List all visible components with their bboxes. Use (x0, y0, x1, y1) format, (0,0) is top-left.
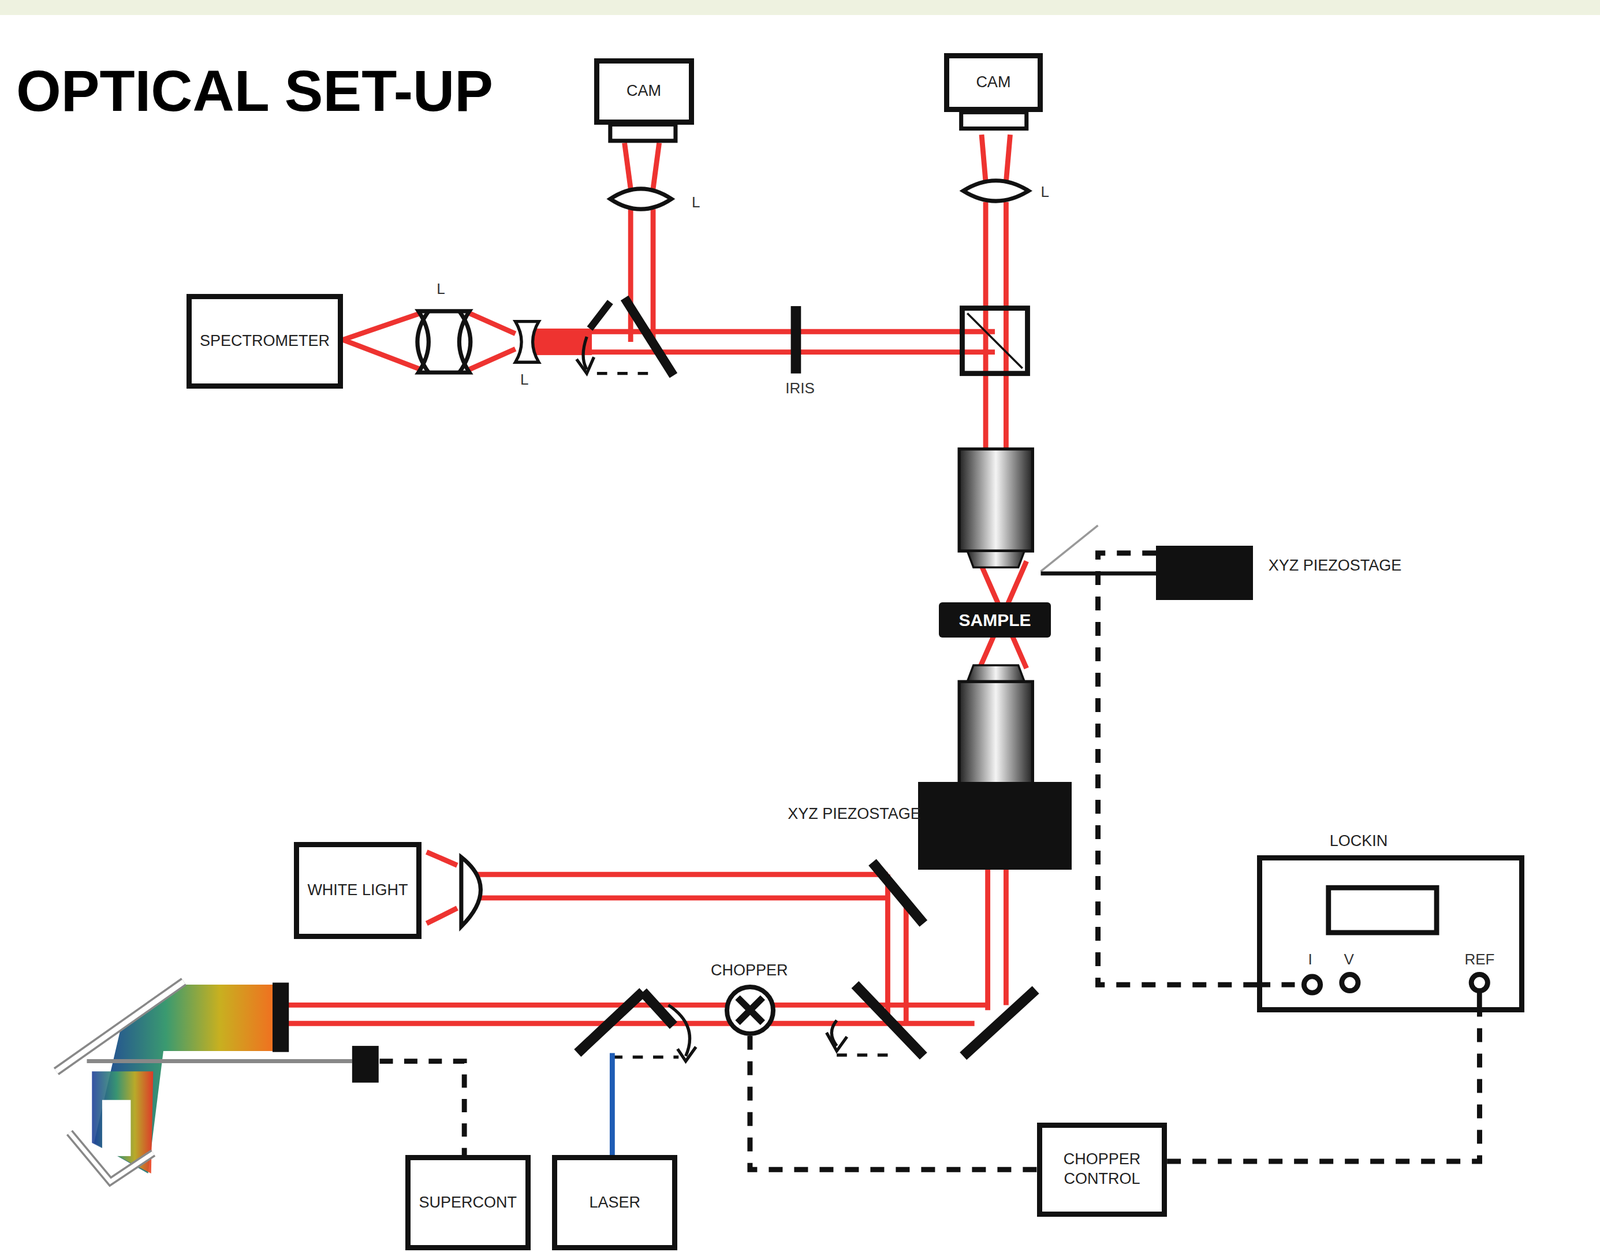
component-box: SPECTROMETER (186, 293, 343, 389)
component-label: XYZ PIEZOSTAGE (1268, 556, 1408, 576)
component-box: LOCKIN (1257, 855, 1525, 1013)
component-label: SUPERCONT (419, 1192, 518, 1213)
component-box: XYZ PIEZOSTAGE (918, 781, 1072, 870)
chopper-blades (729, 989, 771, 1031)
part-label: I (1307, 950, 1312, 969)
component-box: WHITE LIGHT (293, 841, 422, 939)
component-label: SAMPLE (959, 609, 1032, 632)
signal-cable (1098, 553, 1258, 986)
part-label: L (1040, 183, 1049, 201)
component-box: CAM (594, 58, 695, 125)
part-label: IRIS (785, 378, 815, 397)
component-box: CHOPPER CONTROL (1037, 1122, 1167, 1217)
signal-cable (750, 1035, 1038, 1170)
component-box: SAMPLE (938, 602, 1051, 639)
part-label: V (1344, 950, 1355, 969)
part-label: L (436, 280, 445, 298)
component-label: CAM (975, 72, 1011, 93)
component-label: WHITE LIGHT (307, 880, 408, 901)
chopper-wheel: CHOPPER (724, 984, 776, 1036)
component-box: XYZ PIEZOSTAGE (1155, 545, 1253, 600)
component-label: SPECTROMETER (199, 331, 330, 352)
component-label: CHOPPER CONTROL (1045, 1149, 1159, 1189)
part-label: L (691, 192, 700, 211)
component-box: LASER (552, 1154, 678, 1250)
header-bar (0, 0, 1600, 16)
component-box: SUPERCONT (405, 1154, 531, 1250)
component-label: LASER (588, 1192, 641, 1213)
component-label: CAM (626, 81, 662, 102)
component-label: LOCKIN (1329, 831, 1389, 852)
component-label: CHOPPER (710, 960, 789, 981)
diagram-title: OPTICAL SET-UP (16, 57, 494, 125)
signal-cable (1166, 1012, 1480, 1162)
part-label: L (520, 370, 529, 389)
component-label: XYZ PIEZOSTAGE (787, 804, 927, 824)
component-box: CAM (944, 53, 1043, 113)
part-label: REF (1464, 950, 1495, 969)
